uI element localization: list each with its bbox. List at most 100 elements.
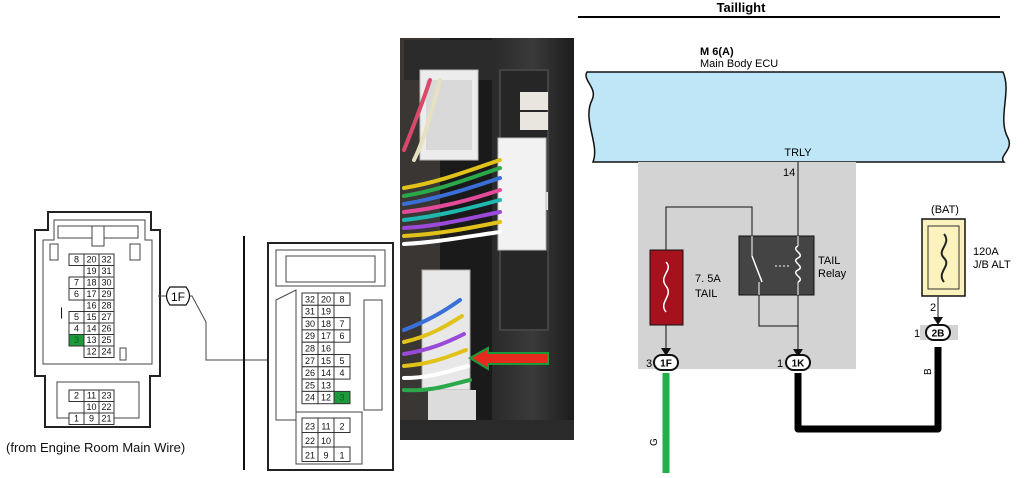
mid-connector-pin-label-5: 5 (339, 356, 344, 366)
left-connector-pin-label-19: 19 (86, 266, 96, 276)
mid-connector-pin-cell-4 (333, 366, 351, 380)
connector-arrows (661, 317, 943, 357)
tail-fuse-name: TAIL (695, 288, 717, 300)
mid-connector-pin-label-2: 2 (339, 422, 344, 432)
alt-fuse (921, 218, 966, 297)
mid-connector-pin-label-3: 3 (339, 393, 344, 403)
callout-1f: 1F (158, 286, 274, 361)
mid-connector-pin-cell-3 (333, 390, 351, 405)
connector-2b (925, 324, 951, 341)
black-wire (794, 347, 942, 433)
connector-1f-pin: 3 (646, 358, 652, 370)
mid-connector-pin-label-25: 25 (305, 380, 315, 390)
connector-1k (785, 354, 811, 371)
left-connector-pin-cell-21 (98, 412, 115, 425)
left-connector-pin-label-6: 6 (74, 289, 79, 299)
mid-connector-pin-label-29: 29 (305, 331, 315, 341)
mid-connector-pin-cell-1 (333, 446, 351, 462)
mid-connector-pin-label-18: 18 (321, 319, 331, 329)
mid-connector-pin-label-19: 19 (321, 307, 331, 317)
left-connector-pin-label-15: 15 (86, 312, 96, 322)
mid-connector-pin-label-30: 30 (305, 319, 315, 329)
mid-connector-pin-label-15: 15 (321, 356, 331, 366)
connector-1k-label: 1K (792, 359, 806, 370)
left-connector-pin-label-10: 10 (86, 402, 96, 412)
mid-connector-pin-label-24: 24 (305, 393, 315, 403)
mid-connector-pin-label-17: 17 (321, 331, 331, 341)
mid-connector-pin-label-9: 9 (323, 451, 328, 461)
ecu-name: Main Body ECU (700, 58, 778, 70)
alt-fuse-source: (BAT) (931, 204, 959, 216)
left-connector-pin-label-11: 11 (87, 391, 96, 401)
connector-1f (653, 354, 679, 371)
photo-arrow (468, 346, 549, 371)
connector-1f-label: 1F (660, 359, 672, 370)
tail-fuse-rating: 7. 5A (695, 273, 721, 285)
ecu-pin-number: 14 (783, 167, 795, 179)
left-connector-pin-label-2: 2 (74, 391, 79, 401)
mid-connector-pin-label-23: 23 (305, 422, 315, 432)
connector-1k-pin: 1 (777, 358, 783, 370)
left-connector-pin-label-22: 22 (101, 402, 111, 412)
tail-fuse (649, 249, 684, 326)
left-connector-pin-label-20: 20 (86, 255, 96, 265)
left-connector-pin-label-28: 28 (101, 301, 111, 311)
mid-connector-pin-label-4: 4 (339, 368, 344, 378)
mid-connector-pin-cell-6 (333, 329, 351, 343)
connector-photo (400, 38, 574, 440)
left-connector-pin-label-21: 21 (101, 414, 111, 424)
left-connector-pin-label-1: 1 (74, 414, 79, 424)
left-connector-pin-label-29: 29 (101, 289, 111, 299)
mid-connector-pin-label-21: 21 (305, 451, 315, 461)
mid-connector-pin-label-32: 32 (305, 294, 315, 304)
mid-connector-pin-label-14: 14 (321, 368, 331, 378)
left-connector-pin-label-9: 9 (89, 414, 94, 424)
section-title: Taillight (717, 0, 767, 15)
relay-name-line2: Relay (818, 268, 847, 280)
mid-connector-pin-label-12: 12 (321, 393, 331, 403)
left-connector-pin-label-16: 16 (86, 301, 96, 311)
green-wire-code: G (649, 438, 660, 446)
left-connector-pin-label-17: 17 (86, 289, 96, 299)
left-connector-pin-label-12: 12 (86, 347, 96, 357)
left-connector-pin-label-30: 30 (101, 278, 111, 288)
mid-connector-pin-label-31: 31 (305, 307, 315, 317)
alt-fuse-name: J/B ALT (973, 259, 1011, 271)
ecu-signal: TRLY (784, 147, 812, 159)
left-connector-pin-label-13: 13 (86, 335, 96, 345)
left-connector-pin-label-23: 23 (101, 391, 111, 401)
left-connector-pin-label-7: 7 (74, 278, 79, 288)
mid-connector-pin-cell-2 (333, 417, 351, 433)
mid-connector-pin-label-6: 6 (339, 331, 344, 341)
connector-2b-pin: 1 (914, 328, 920, 340)
mid-connector-pin-label-16: 16 (321, 344, 331, 354)
connector-2b-label: 2B (932, 329, 945, 340)
mid-connector-pin-label-22: 22 (305, 436, 315, 446)
tail-relay (738, 235, 815, 296)
mid-connector-pin-label-11: 11 (321, 422, 330, 432)
left-connector-pin-label-18: 18 (86, 278, 96, 288)
internal-wiring (665, 162, 939, 353)
main-body-ecu (585, 71, 1011, 163)
left-connector-side-mark: | (60, 305, 63, 319)
left-connector-pin-label-14: 14 (86, 324, 96, 334)
left-connector-pin-label-32: 32 (101, 255, 111, 265)
mid-connector-pin-label-13: 13 (321, 380, 331, 390)
relay-name-line1: TAIL (818, 255, 840, 267)
left-connector-pin-label-24: 24 (101, 347, 111, 357)
left-connector-pin-label-4: 4 (74, 324, 79, 334)
left-connector-pin-label-31: 31 (101, 266, 111, 276)
left-connector-caption: (from Engine Room Main Wire) (6, 440, 185, 455)
mid-connector-pin-label-10: 10 (321, 436, 331, 446)
left-connector-pin-label-25: 25 (101, 335, 111, 345)
alt-fuse-pin: 2 (930, 302, 936, 314)
left-connector-pin-label-8: 8 (74, 255, 79, 265)
mid-connector-pin-label-1: 1 (339, 451, 344, 461)
mid-connector-pin-label-28: 28 (305, 344, 315, 354)
